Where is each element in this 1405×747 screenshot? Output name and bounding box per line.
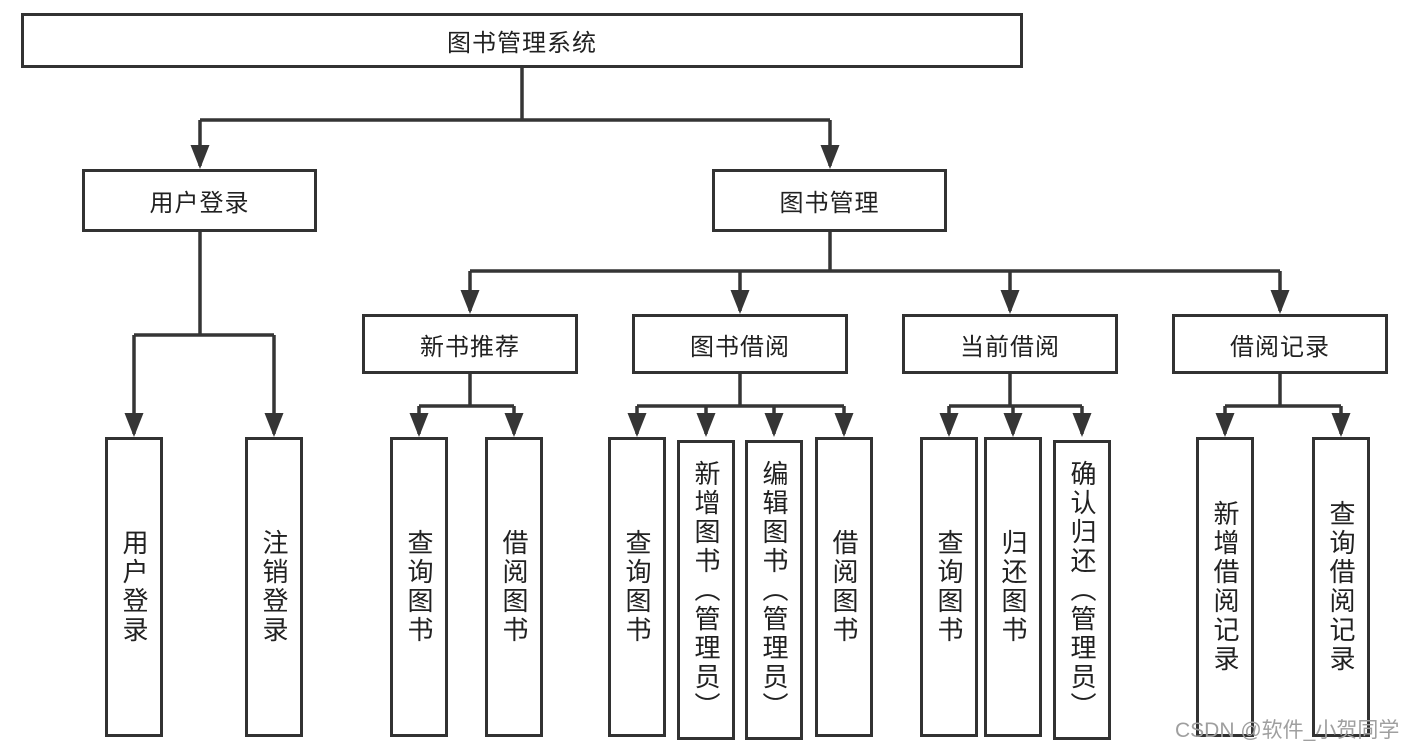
arrowhead bbox=[1270, 290, 1290, 314]
leaf-query-books-recommend: 查询图书 bbox=[390, 437, 448, 737]
arrowhead bbox=[264, 413, 284, 437]
node-new-book-recommendation: 新书推荐 bbox=[362, 314, 578, 374]
leaf-label: 借阅图书 bbox=[829, 529, 859, 645]
leaf-label: 借阅图书 bbox=[499, 529, 529, 645]
arrowhead bbox=[460, 290, 480, 314]
edge-root-to-level2 bbox=[198, 68, 832, 166]
watermark-text: CSDN @软件_小贺同学 bbox=[1175, 719, 1400, 742]
edge-user-login-to-leaves bbox=[132, 232, 276, 434]
leaf-label: 归还图书 bbox=[998, 529, 1028, 645]
leaf-add-books-admin: 新增图书（管理员） bbox=[677, 440, 735, 740]
arrowhead bbox=[696, 413, 716, 437]
leaf-label: 查询图书 bbox=[622, 529, 652, 645]
leaf-label: 查询图书 bbox=[934, 529, 964, 645]
arrowhead bbox=[409, 413, 429, 437]
leaf-label: 新增借阅记录 bbox=[1210, 500, 1240, 674]
leaf-borrow-books-borrowing: 借阅图书 bbox=[815, 437, 873, 737]
arrowhead bbox=[1215, 413, 1235, 437]
arrowhead bbox=[939, 413, 959, 437]
leaf-label: 查询借阅记录 bbox=[1326, 500, 1356, 674]
leaf-logout-login: 注销登录 bbox=[245, 437, 303, 737]
node-book-borrowing: 图书借阅 bbox=[632, 314, 848, 374]
arrowhead bbox=[1072, 413, 1092, 437]
arrowhead bbox=[730, 290, 750, 314]
leaf-user-login: 用户登录 bbox=[105, 437, 163, 737]
leaf-confirm-return-admin: 确认归还（管理员） bbox=[1053, 440, 1111, 740]
leaf-label: 查询图书 bbox=[404, 529, 434, 645]
arrowhead bbox=[764, 413, 784, 437]
arrowhead bbox=[820, 145, 840, 169]
arrowhead bbox=[834, 413, 854, 437]
leaf-label: 确认归还（管理员） bbox=[1067, 459, 1097, 721]
node-book-management: 图书管理 bbox=[712, 169, 947, 232]
node-current-borrowing: 当前借阅 bbox=[902, 314, 1118, 374]
edge-book-management-to-level3 bbox=[468, 232, 1282, 311]
arrowhead bbox=[627, 413, 647, 437]
leaf-query-books-borrowing: 查询图书 bbox=[608, 437, 666, 737]
edge-borrowing-records-to-leaves bbox=[1223, 374, 1343, 434]
node-borrowing-records: 借阅记录 bbox=[1172, 314, 1388, 374]
leaf-borrow-books-recommend: 借阅图书 bbox=[485, 437, 543, 737]
leaf-add-borrow-record: 新增借阅记录 bbox=[1196, 437, 1254, 737]
leaf-label: 新增图书（管理员） bbox=[691, 459, 721, 721]
node-user-login: 用户登录 bbox=[82, 169, 317, 232]
leaf-return-books: 归还图书 bbox=[984, 437, 1042, 737]
leaf-label: 注销登录 bbox=[259, 529, 289, 645]
leaf-label: 编辑图书（管理员） bbox=[759, 459, 789, 721]
arrowhead bbox=[124, 413, 144, 437]
leaf-query-books-current: 查询图书 bbox=[920, 437, 978, 737]
arrowhead bbox=[1331, 413, 1351, 437]
node-root: 图书管理系统 bbox=[21, 13, 1023, 68]
arrowhead bbox=[504, 413, 524, 437]
leaf-query-borrow-record: 查询借阅记录 bbox=[1312, 437, 1370, 737]
leaf-label: 用户登录 bbox=[119, 529, 149, 645]
arrowhead bbox=[1003, 413, 1023, 437]
arrowhead bbox=[1000, 290, 1020, 314]
edge-book-borrowing-to-leaves bbox=[635, 374, 846, 434]
leaf-edit-books-admin: 编辑图书（管理员） bbox=[745, 440, 803, 740]
arrowhead bbox=[190, 145, 210, 169]
edge-new-book-recommendation-to-leaves bbox=[417, 374, 516, 434]
